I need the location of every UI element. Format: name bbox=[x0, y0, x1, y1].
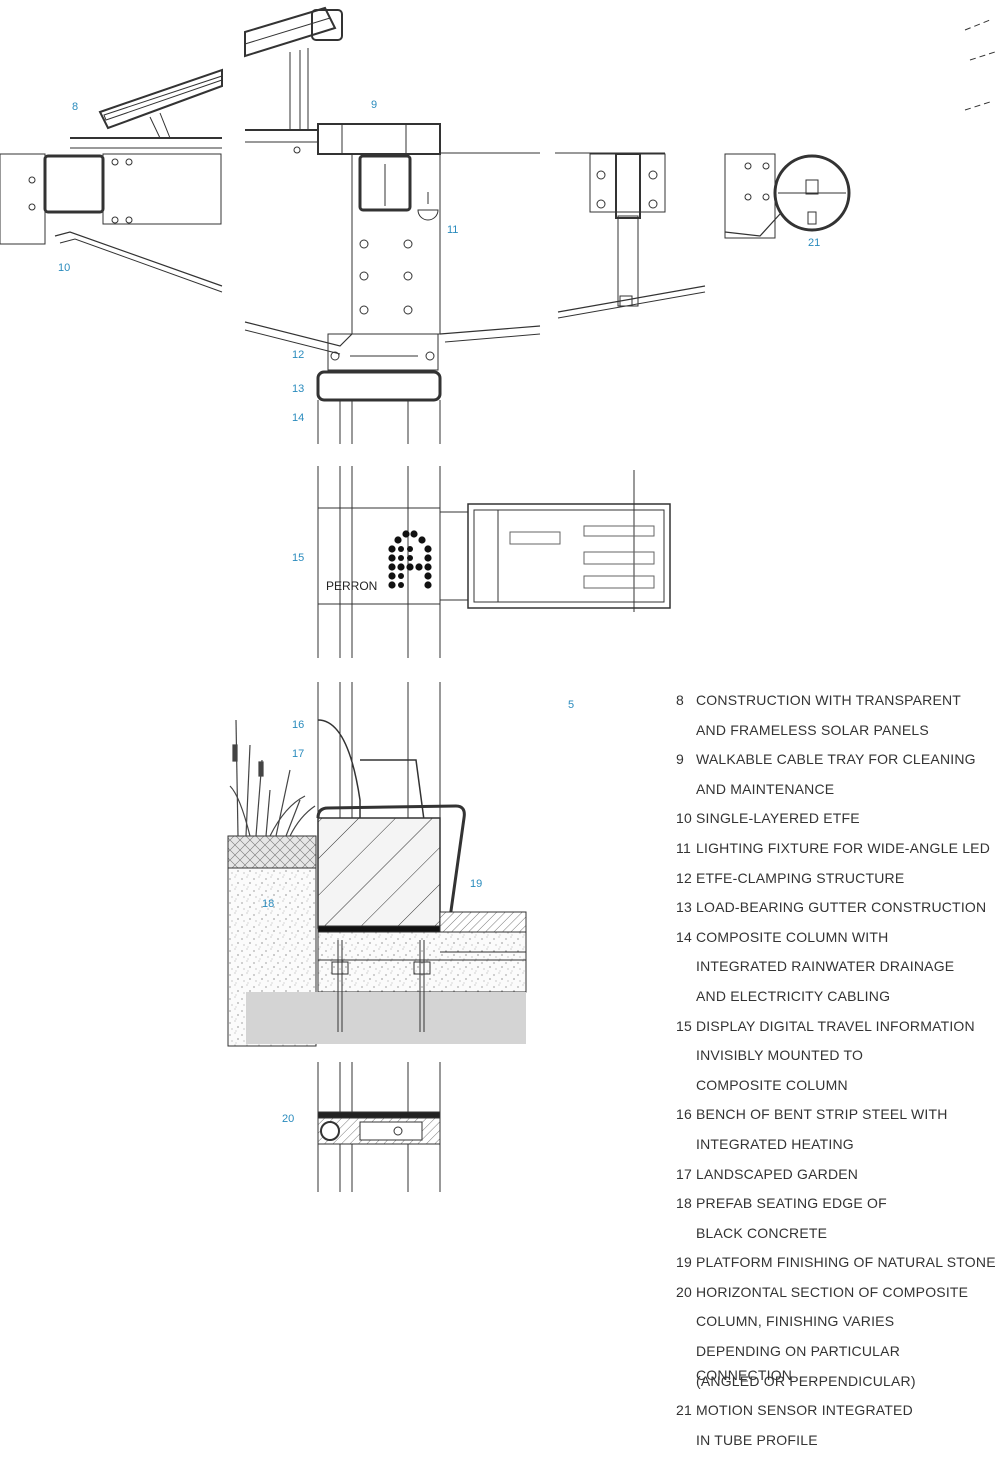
legend-text-line: DEPENDING ON PARTICULAR CONNECTION bbox=[696, 1343, 901, 1384]
legend-number: 20 bbox=[676, 1283, 692, 1300]
legend-number: 9 bbox=[676, 751, 684, 768]
legend-number: 16 bbox=[676, 1106, 692, 1123]
sign-text: PERRON bbox=[326, 579, 377, 593]
legend-number: 21 bbox=[676, 1402, 692, 1419]
callout-labels: 8 9 10 11 12 13 14 15 16 17 5 18 19 20 2… bbox=[58, 99, 820, 1125]
legend-text-line: INVISIBLY MOUNTED TO bbox=[696, 1047, 864, 1064]
legend-text-line: PLATFORM FINISHING OF NATURAL STONE bbox=[696, 1254, 996, 1271]
callout-9: 9 bbox=[371, 99, 377, 111]
callout-16: 16 bbox=[292, 719, 304, 731]
legend-text-line: LANDSCAPED GARDEN bbox=[696, 1165, 859, 1182]
legend-text-line: LIGHTING FIXTURE FOR WIDE-ANGLE LED bbox=[696, 839, 991, 856]
roof-detail-center bbox=[244, 6, 541, 444]
callout-17: 17 bbox=[292, 748, 304, 760]
callout-19: 19 bbox=[470, 878, 482, 890]
legend-text-line: DISPLAY DIGITAL TRAVEL INFORMATION bbox=[696, 1017, 975, 1034]
legend-text-line: SINGLE-LAYERED ETFE bbox=[696, 810, 860, 827]
callout-21: 21 bbox=[808, 237, 820, 249]
legend-number: 11 bbox=[676, 839, 691, 856]
roof-detail-right bbox=[724, 19, 996, 239]
bench-platform-section bbox=[227, 682, 527, 1047]
legend-number: 15 bbox=[676, 1017, 692, 1034]
legend-number: 12 bbox=[676, 869, 692, 886]
legend-text-line: (ANGLED OR PERPENDICULAR) bbox=[696, 1372, 916, 1389]
legend-text-line: INTEGRATED RAINWATER DRAINAGE bbox=[696, 958, 955, 975]
legend-text-line: AND MAINTENANCE bbox=[696, 780, 835, 797]
callout-14: 14 bbox=[292, 412, 304, 424]
callout-11: 11 bbox=[447, 224, 458, 236]
callout-5: 5 bbox=[568, 699, 574, 711]
legend: 8 CONSTRUCTION WITH TRANSPARENT AND FRAMEL… bbox=[676, 688, 1000, 1457]
roof-detail-mid bbox=[555, 152, 706, 319]
callout-18: 18 bbox=[262, 898, 274, 910]
landscaped-garden-plants bbox=[229, 719, 316, 837]
legend-text-line: ETFE-CLAMPING STRUCTURE bbox=[696, 869, 905, 886]
legend-text-line: WALKABLE CABLE TRAY FOR CLEANING bbox=[696, 751, 976, 768]
legend-text-line: MOTION SENSOR INTEGRATED bbox=[696, 1402, 913, 1419]
legend-number: 18 bbox=[676, 1195, 692, 1212]
callout-8: 8 bbox=[72, 101, 78, 113]
callout-12: 12 bbox=[292, 349, 304, 361]
legend-number: 17 bbox=[676, 1165, 692, 1182]
legend-text-line: LOAD-BEARING GUTTER CONSTRUCTION bbox=[696, 899, 987, 916]
legend-text-line: CONSTRUCTION WITH TRANSPARENT bbox=[696, 692, 962, 708]
callout-20: 20 bbox=[282, 1113, 294, 1125]
legend-text-line: BLACK CONCRETE bbox=[696, 1224, 828, 1241]
legend-text-line: AND ELECTRICITY CABLING bbox=[696, 987, 891, 1004]
legend-text-line: HORIZONTAL SECTION OF COMPOSITE bbox=[696, 1283, 969, 1300]
display-screen-rows bbox=[509, 525, 655, 589]
legend-text-line: COMPOSITE COLUMN bbox=[696, 1076, 848, 1093]
sign-letter-dotmatrix bbox=[388, 530, 432, 589]
legend-number: 13 bbox=[676, 899, 692, 916]
legend-number: 19 bbox=[676, 1254, 692, 1271]
legend-item-11: 11 LIGHTING FIXTURE FOR WIDE-ANGLE LED bbox=[676, 836, 1000, 866]
callout-15: 15 bbox=[292, 552, 304, 564]
legend-item-8: 8 CONSTRUCTION WITH TRANSPARENT AND FRAMEL… bbox=[676, 688, 1000, 747]
legend-text-line: IN TUBE PROFILE bbox=[696, 1431, 818, 1448]
roof-detail-left bbox=[0, 68, 223, 293]
legend-text-line: COMPOSITE COLUMN WITH bbox=[696, 928, 889, 945]
legend-number: 10 bbox=[676, 810, 692, 827]
callout-10: 10 bbox=[58, 262, 70, 274]
legend-text-line: PREFAB SEATING EDGE OF bbox=[696, 1195, 887, 1212]
callout-13: 13 bbox=[292, 383, 304, 395]
legend-text-line: INTEGRATED HEATING bbox=[696, 1135, 854, 1152]
legend-number: 8 bbox=[676, 692, 684, 708]
legend-item-9: 9 WALKABLE CABLE TRAY FOR CLEANING AND MAI… bbox=[676, 747, 1000, 806]
legend-number: 14 bbox=[676, 928, 692, 945]
legend-text-line: AND FRAMELESS SOLAR PANELS bbox=[696, 721, 929, 738]
legend-text-line: COLUMN, FINISHING VARIES bbox=[696, 1313, 895, 1330]
column-display-detail: PERRON bbox=[317, 466, 671, 658]
legend-text-line: BENCH OF BENT STRIP STEEL WITH bbox=[696, 1106, 948, 1123]
column-horizontal-section bbox=[317, 1062, 441, 1192]
